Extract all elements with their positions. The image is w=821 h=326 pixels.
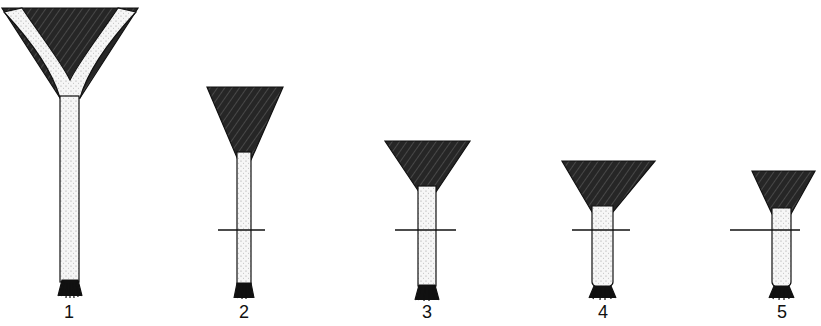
callout-number: 4: [598, 302, 608, 322]
plant-1: [2, 8, 138, 298]
callout-number: 2: [239, 302, 249, 322]
callout-number: 5: [777, 302, 787, 322]
plant-5: [730, 171, 815, 300]
plant-2: [207, 87, 283, 299]
plant-4: [562, 161, 655, 300]
plant-3: [385, 141, 470, 301]
callout-number: 3: [422, 302, 432, 322]
callout-number: 1: [64, 302, 74, 322]
